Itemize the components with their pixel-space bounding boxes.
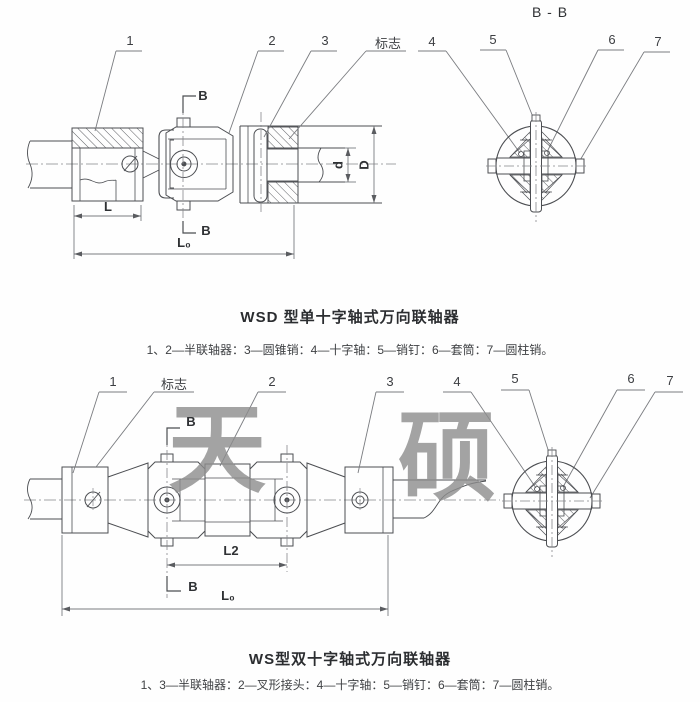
bottom-section-view [501, 446, 603, 558]
bottom-section-letter-lower: B [188, 579, 198, 594]
dim-label-L: L [104, 199, 112, 214]
bottom-section-letter-upper: B [186, 414, 196, 429]
dim-label-D: D [356, 160, 372, 170]
bottom-part-label-1: 1 [109, 374, 117, 389]
top-part-label-1: 1 [126, 33, 134, 48]
bottom-mark-label: 标志 [160, 377, 188, 392]
top-part-label-6: 6 [608, 32, 616, 47]
top-part-label-5: 5 [489, 32, 497, 47]
dim-label-L0-bottom: L₀ [221, 588, 235, 603]
top-section-letter-lower: B [201, 223, 211, 238]
top-diagram-title: WSD 型单十字轴式万向联轴器 [240, 309, 460, 326]
top-part-label-3: 3 [321, 33, 329, 48]
top-dimensions [73, 126, 377, 259]
top-mark-label: 标志 [374, 36, 402, 51]
top-assembly-drawing [26, 95, 396, 234]
bottom-diagram-caption: 1、3—半联轴器：2—叉形接头：4—十字轴：5—销钉：6—套筒：7—圆柱销。 [140, 678, 560, 692]
bottom-diagram-title: WS型双十字轴式万向联轴器 [248, 651, 452, 668]
bottom-part-label-5: 5 [511, 371, 519, 386]
top-section-letter-upper: B [198, 88, 208, 103]
watermark-char-2: 硕 [398, 405, 497, 513]
top-part-label-7: 7 [654, 34, 662, 49]
top-part-label-2: 2 [268, 33, 276, 48]
bottom-part-label-2: 2 [268, 374, 276, 389]
bottom-leader-lines [72, 389, 683, 499]
top-part-label-4: 4 [428, 34, 436, 49]
bottom-part-label-3: 3 [386, 374, 394, 389]
section-view-title: B - B [531, 4, 569, 20]
top-leader-lines [94, 49, 670, 163]
bottom-dimensions [61, 535, 389, 616]
dim-label-L0-top: L₀ [177, 235, 191, 250]
top-section-view [485, 111, 587, 223]
dim-label-L2: L2 [223, 543, 239, 558]
top-diagram-caption: 1、2—半联轴器：3—圆锥销：4—十字轴：5—销钉：6—套筒：7—圆柱销。 [146, 343, 554, 357]
bottom-part-label-7: 7 [666, 373, 674, 388]
bottom-part-label-4: 4 [453, 374, 461, 389]
bottom-part-label-6: 6 [627, 371, 635, 386]
watermark-char-1: 天 [168, 397, 267, 505]
dim-label-d: d [330, 161, 346, 169]
bottom-assembly-drawing [24, 427, 500, 598]
